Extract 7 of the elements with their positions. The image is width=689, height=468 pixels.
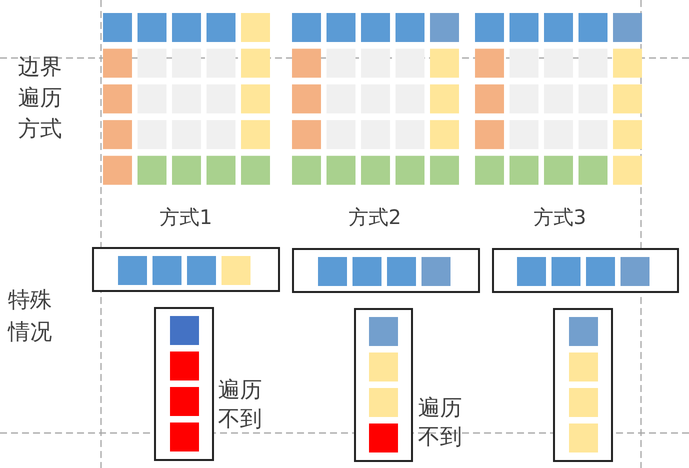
column-caption: 方式3 xyxy=(534,204,586,231)
note-text: 遍历不到 xyxy=(218,377,263,434)
note-text: 遍历不到 xyxy=(418,395,463,452)
row-heading: 特殊情况 xyxy=(8,287,53,347)
column-caption: 方式2 xyxy=(348,204,402,231)
row-heading: 边界遍历方式 xyxy=(18,54,63,144)
column-caption: 方式1 xyxy=(160,204,212,231)
